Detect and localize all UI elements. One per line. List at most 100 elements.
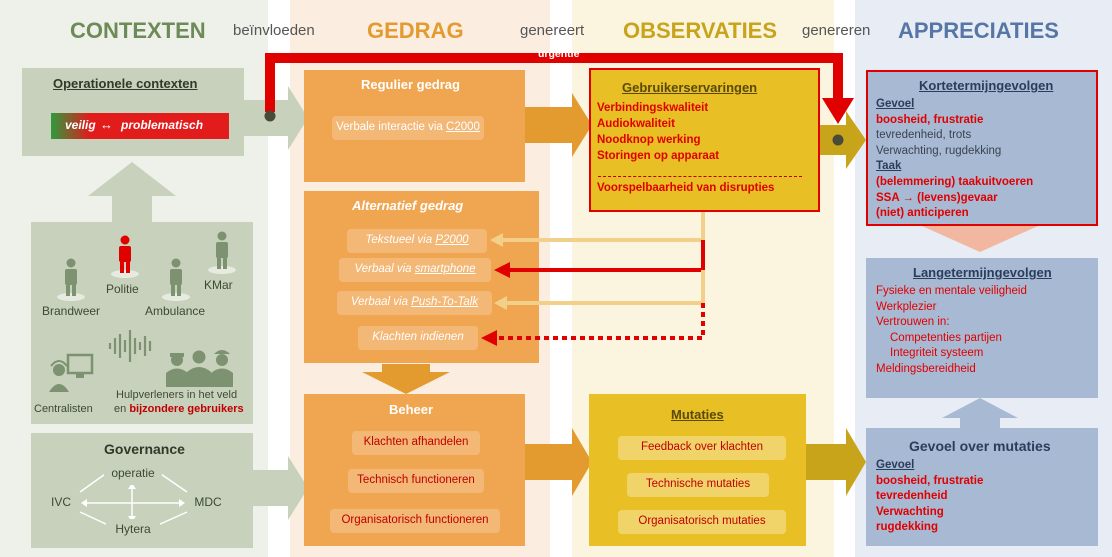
- gov-node-hytera: Hytera: [106, 519, 160, 539]
- gevoel-mutaties-box: [866, 428, 1098, 546]
- kort-line-4: Taak: [876, 160, 902, 173]
- arrow-contexten-to-regulier: [244, 86, 308, 150]
- hulpverleners-label: Hulpverleners in het veld: [116, 389, 238, 401]
- gebruikerservaringen-box: [589, 68, 820, 212]
- alt-item-smartphone-prefix: Verbaal via: [354, 263, 412, 275]
- actor-label-ambulance: Ambulance: [145, 304, 206, 318]
- header-gedrag: GEDRAG: [367, 18, 464, 43]
- kortetermijn-lines: Gevoel boosheid, frustratie tevredenheid, …: [876, 97, 1033, 222]
- urgentie-start-dot: [264, 110, 276, 122]
- urgentie-end-dot: [832, 134, 844, 146]
- beheer-item-organisatorisch[interactable]: Organisatorisch functioneren: [330, 509, 500, 533]
- ervaringen-divider: [598, 176, 802, 177]
- urgentie-arrow: [265, 53, 854, 124]
- urgentie-label: urgentie: [538, 48, 580, 60]
- beheer-item-klachten[interactable]: Klachten afhandelen: [352, 431, 480, 455]
- operationele-contexten-title: Operationele contexten: [53, 76, 198, 91]
- langetermijn-box: [866, 258, 1098, 398]
- gov-node-ivc: IVC: [42, 492, 80, 512]
- kort-line-5: (belemmering) taakuitvoeren: [876, 175, 1034, 188]
- mutatie-item-organisatorisch[interactable]: Organisatorisch mutaties: [618, 510, 786, 534]
- centralist-icon: [49, 353, 94, 392]
- veilig-problematisch-gradient: veilig ↔ problematisch: [51, 113, 229, 139]
- bijzondere-gebruikers-label: en bijzondere gebruikers: [114, 403, 244, 415]
- alt-item-ptt-link[interactable]: Push-To-Talk: [411, 296, 479, 308]
- person-icon-kmar: [208, 231, 236, 274]
- regulier-gedrag-title: Regulier gedrag: [361, 77, 460, 92]
- alt-item-p2000[interactable]: Tekstueel via P2000: [347, 229, 487, 253]
- person-icon-ambulance: [162, 258, 190, 301]
- header-contexten: CONTEXTEN: [70, 18, 206, 43]
- lang-line-4: Integriteit systeem: [890, 347, 984, 359]
- regulier-item-prefix: Verbale interactie via: [336, 121, 443, 133]
- lang-line-0: Fysieke en mentale veiligheid: [876, 285, 1027, 297]
- kort-line-6: SSA → (levens)gevaar: [876, 191, 998, 204]
- arrow-mutaties-to-gevoel: [806, 428, 866, 496]
- ervaring-item-2: Noodknop werking: [597, 134, 701, 146]
- actor-label-brandweer: Brandweer: [42, 304, 101, 318]
- actor-label-kmar: KMar: [204, 278, 233, 292]
- header-verb-genereren: genereren: [802, 22, 871, 39]
- header-appreciaties: APPRECIATIES: [898, 18, 1059, 43]
- beheer-item-technisch[interactable]: Technisch functioneren: [348, 469, 484, 493]
- alt-item-klachten[interactable]: Klachten indienen: [358, 326, 478, 350]
- kort-line-1: boosheid, frustratie: [876, 113, 984, 126]
- gradient-arrow: ↔: [100, 117, 113, 132]
- actor-label-politie: Politie: [106, 282, 139, 296]
- gevoel-mutaties-title: Gevoel over mutaties: [909, 438, 1051, 454]
- arrow-alternatief-to-beheer: [362, 364, 450, 394]
- gradient-left-label: veilig: [65, 118, 96, 132]
- lang-line-5: Meldingsbereidheid: [876, 362, 976, 375]
- alt-item-ptt-prefix: Verbaal via: [350, 296, 408, 308]
- mut-line-2: tevredenheid: [876, 490, 948, 503]
- ervaring-extra: Voorspelbaarheid van disrupties: [597, 182, 775, 194]
- governance-title: Governance: [104, 441, 185, 457]
- arrow-kort-to-lang: [918, 226, 1042, 252]
- audio-wave-icon: [108, 330, 152, 362]
- mut-line-1: boosheid, frustratie: [876, 474, 984, 487]
- kortetermijn-box: [866, 70, 1098, 226]
- kortetermijn-title: Kortetermijngevolgen: [919, 78, 1054, 93]
- mutatie-item-feedback[interactable]: Feedback over klachten: [618, 436, 786, 460]
- mut-line-4: rugdekking: [876, 521, 938, 534]
- alt-item-p2000-prefix: Tekstueel via: [365, 234, 433, 246]
- kort-line-0: Gevoel: [876, 98, 915, 110]
- kort-line-2: tevredenheid, trots: [876, 129, 972, 142]
- header-verb-genereert: genereert: [520, 22, 585, 39]
- alt-item-smartphone-link[interactable]: smartphone: [414, 263, 476, 275]
- alt-item-p2000-link[interactable]: P2000: [435, 234, 469, 246]
- mutatie-item-technisch[interactable]: Technische mutaties: [627, 473, 769, 497]
- gebruikerservaringen-title: Gebruikerservaringen: [622, 80, 758, 95]
- regulier-item-link[interactable]: C2000: [446, 121, 480, 133]
- alt-item-ptt[interactable]: Verbaal via Push-To-Talk: [337, 291, 492, 315]
- alt-item-smartphone[interactable]: Verbaal via smartphone: [339, 258, 491, 282]
- feedback-arrow-smartphone: [494, 240, 705, 278]
- ervaring-item-0: Verbindingskwaliteit: [597, 102, 709, 114]
- lang-line-1: Werkplezier: [876, 300, 937, 313]
- alternatief-gedrag-title: Alternatief gedrag: [352, 198, 464, 213]
- arrow-governance-to-beheer: [253, 456, 308, 520]
- gov-node-operatie: operatie: [104, 463, 162, 485]
- feedback-arrow-klachten: [481, 303, 705, 346]
- ervaring-item-1: Audiokwaliteit: [597, 118, 675, 130]
- header-observaties: OBSERVATIES: [623, 18, 778, 43]
- arrow-beheer-to-mutaties: [525, 428, 592, 496]
- mut-line-3: Verwachting: [876, 505, 944, 518]
- operationele-contexten-box: [22, 68, 244, 156]
- feedback-arrow-p2000: [490, 212, 705, 247]
- arrow-regulier-to-ervaringen: [525, 93, 592, 157]
- hulp-en-label: en: [114, 403, 127, 415]
- centralisten-label: Centralisten: [34, 403, 93, 415]
- gov-node-mdc: MDC: [186, 492, 230, 512]
- mutaties-title: Mutaties: [671, 407, 724, 422]
- person-icon-politie: [111, 235, 139, 278]
- arrow-gevoel-to-lang: [942, 398, 1018, 428]
- regulier-item[interactable]: Verbale interactie via C2000: [332, 116, 484, 140]
